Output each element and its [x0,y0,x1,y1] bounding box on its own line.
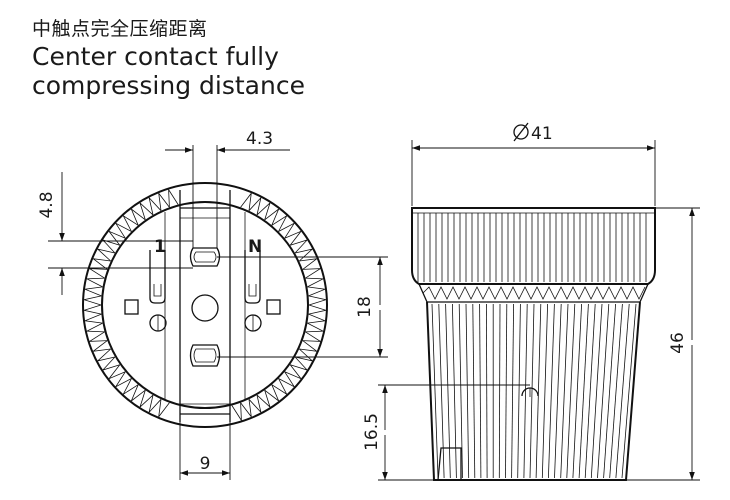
label-terminal-1: 1 [154,237,166,257]
dim-label-16-5: 16.5 [362,413,382,451]
dimension-16-5: 16.5 [362,384,530,481]
title-english-line2: compressing distance [32,71,305,100]
band-zigzag [422,286,646,300]
dim-label-9: 9 [200,454,211,474]
dimension-18: 18 [217,256,388,358]
side-view: 41 46 16.5 [362,122,700,481]
collar-ribs [417,213,647,282]
dim-label-41: 41 [531,124,553,144]
dimension-diameter-41: 41 [411,122,656,206]
body-ribs [431,303,637,479]
right-terminal: N [244,237,281,332]
transition-band [418,283,649,303]
dim-label-4-8: 4.8 [37,191,57,218]
title-chinese: 中触点完全压缩距离 [32,18,208,40]
lower-body [426,301,641,481]
dimension-4-3: 4.3 [165,129,290,248]
top-contact [189,247,221,267]
upper-collar [411,207,656,285]
dim-label-46: 46 [668,332,688,354]
knurl-pattern [82,188,328,422]
dimension-46: 46 [626,207,700,481]
dim-label-4-3: 4.3 [246,129,273,149]
center-body [164,190,246,422]
bottom-contact [189,344,221,367]
label-terminal-n: N [248,237,262,257]
center-hole [191,294,219,322]
diameter-icon [513,122,529,142]
outer-ring [82,182,328,428]
front-view: 1 N 4.3 4.8 [37,129,388,480]
dim-label-18: 18 [355,296,375,318]
dimension-4-8: 4.8 [37,172,193,295]
left-terminal: 1 [124,237,167,332]
dimension-9: 9 [179,422,231,480]
title-english-line1: Center contact fully [32,42,279,71]
